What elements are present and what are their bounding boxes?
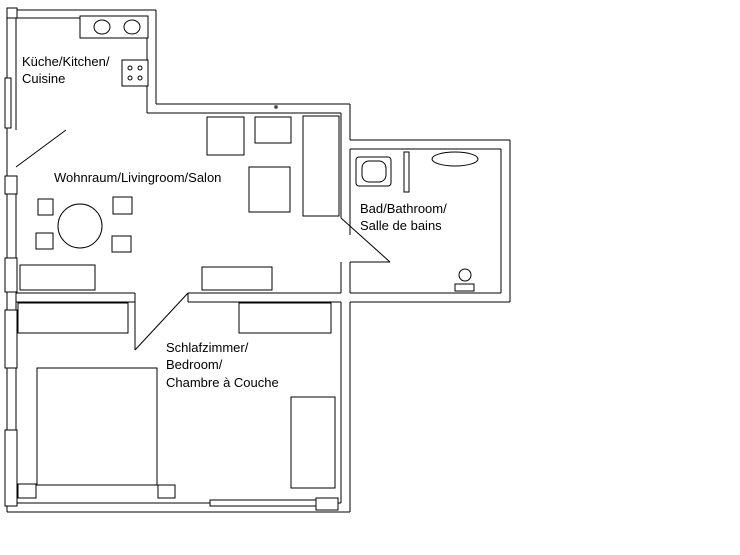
bathroom-fixtures [355, 151, 479, 292]
bath-label-1: Bad/Bathroom/ [360, 201, 447, 216]
living-furniture [19, 105, 340, 291]
living-label: Wohnraum/Livingroom/Salon [54, 170, 221, 185]
walls [6, 9, 511, 513]
bath-label-2: Salle de bains [360, 218, 442, 233]
kitchen-label-1: Küche/Kitchen/ [22, 54, 110, 69]
kitchen-fixtures [79, 15, 149, 87]
kitchen-label-2: Cuisine [22, 71, 65, 86]
bedroom-label-3: Chambre à Couche [166, 375, 279, 390]
bedroom-label-2: Bedroom/ [166, 357, 223, 372]
windows [4, 7, 339, 511]
bedroom-furniture [17, 302, 336, 499]
door-swings [15, 129, 391, 351]
bedroom-label-1: Schlafzimmer/ [166, 340, 249, 355]
